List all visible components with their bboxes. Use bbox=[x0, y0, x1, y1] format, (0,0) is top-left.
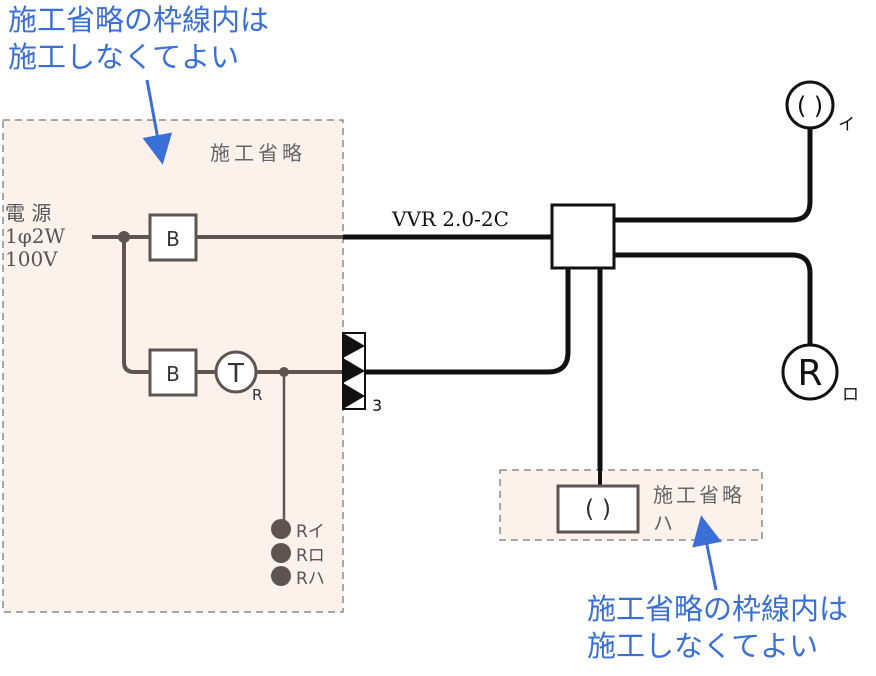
remote-switch-ro-label: Rロ bbox=[296, 546, 325, 566]
timer-subscript: R bbox=[252, 386, 262, 404]
timer-symbol: T bbox=[227, 359, 244, 389]
lamp-ro-symbol: R bbox=[797, 353, 822, 394]
breaker-bottom-label: B bbox=[166, 362, 180, 386]
omit-zone-right-sub: ハ bbox=[653, 511, 673, 535]
annotation-bottom-line2: 施工しなくてよい bbox=[587, 629, 818, 663]
annotation-bottom-line1: 施工省略の枠線内は bbox=[587, 592, 848, 626]
lamp-ro-label: ロ bbox=[842, 385, 859, 405]
lamp-ha-icon: ( ) bbox=[585, 495, 611, 523]
breaker-top: B bbox=[148, 213, 198, 262]
timer-switch: T R bbox=[214, 350, 262, 404]
lamp-ha: ( ) bbox=[556, 484, 640, 534]
lamp-ro: R ロ bbox=[781, 343, 859, 405]
outlet-3-gang: 3 bbox=[342, 332, 382, 415]
breaker-bottom: B bbox=[148, 348, 198, 397]
remote-switch-ha-icon bbox=[271, 566, 291, 586]
source-label-line1: 電 源 bbox=[5, 201, 51, 225]
omit-zone-right-label: 施工省略 bbox=[653, 483, 745, 507]
remote-switch-ro-icon bbox=[271, 543, 291, 563]
cable-label: VVR 2.0-2C bbox=[391, 207, 509, 231]
junction-dot-switch bbox=[279, 367, 289, 377]
annotation-top-line1: 施工省略の枠線内は bbox=[8, 3, 269, 37]
lamp-i-label: イ bbox=[838, 115, 855, 135]
source-label-line2: 1φ2W bbox=[5, 224, 65, 248]
lamp-i: ( ) イ bbox=[785, 80, 855, 135]
lamp-i-icon: ( ) bbox=[797, 92, 823, 120]
source-label-line3: 100V bbox=[5, 247, 58, 271]
annotation-arrow-top bbox=[142, 79, 173, 165]
annotation-arrow-bottom bbox=[692, 515, 722, 591]
joint-box bbox=[550, 203, 616, 270]
breaker-top-label: B bbox=[166, 227, 180, 251]
remote-switch-i-icon bbox=[271, 519, 291, 539]
omit-zone-left-label: 施工省略 bbox=[210, 141, 306, 165]
remote-switch-ha-label: Rハ bbox=[296, 569, 325, 589]
remote-switch-i-label: Rイ bbox=[296, 522, 325, 542]
black-wires bbox=[343, 127, 813, 470]
junction-dot-source bbox=[118, 231, 130, 243]
outlet-count-label: 3 bbox=[372, 396, 382, 415]
annotation-top-line2: 施工しなくてよい bbox=[8, 40, 239, 74]
